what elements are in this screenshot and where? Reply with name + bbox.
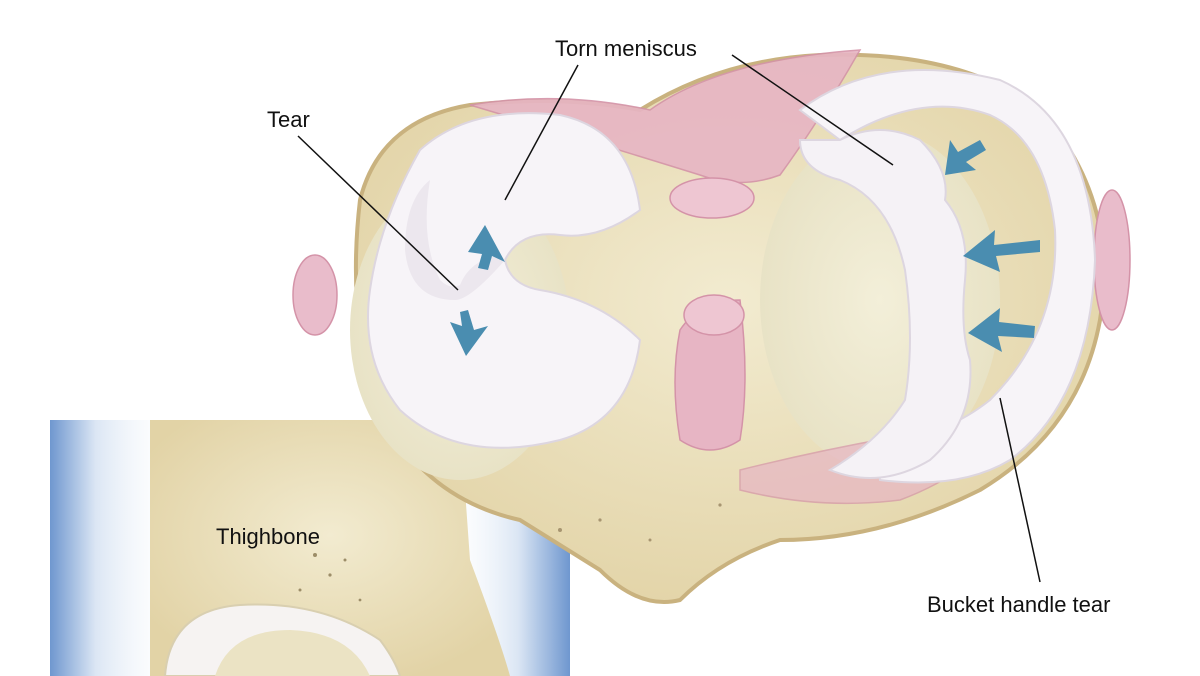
- bucket-handle-meniscus: [798, 69, 1097, 484]
- leader-line-torn-meniscus-right: [731, 54, 894, 166]
- leader-line-torn-meniscus: [504, 64, 579, 201]
- label-thighbone: Thighbone: [216, 524, 320, 549]
- arrows: [450, 140, 1040, 356]
- label-bucket-handle-tear: Bucket handle tear: [927, 592, 1111, 617]
- label-torn-meniscus: Torn meniscus: [555, 36, 697, 61]
- leader-lines: [297, 54, 1041, 583]
- arrow-icon-right-top: [945, 140, 986, 175]
- label-tear: Tear: [267, 107, 310, 132]
- arrow-icon-up: [468, 225, 505, 270]
- arrow-icon-down: [450, 310, 488, 356]
- arrow-icon-right-low: [968, 308, 1035, 352]
- arrow-icon-right-mid: [963, 230, 1040, 272]
- leader-line-tear: [297, 135, 459, 291]
- leader-line-bucket-handle: [999, 397, 1041, 583]
- torn-meniscus-left: [367, 112, 642, 449]
